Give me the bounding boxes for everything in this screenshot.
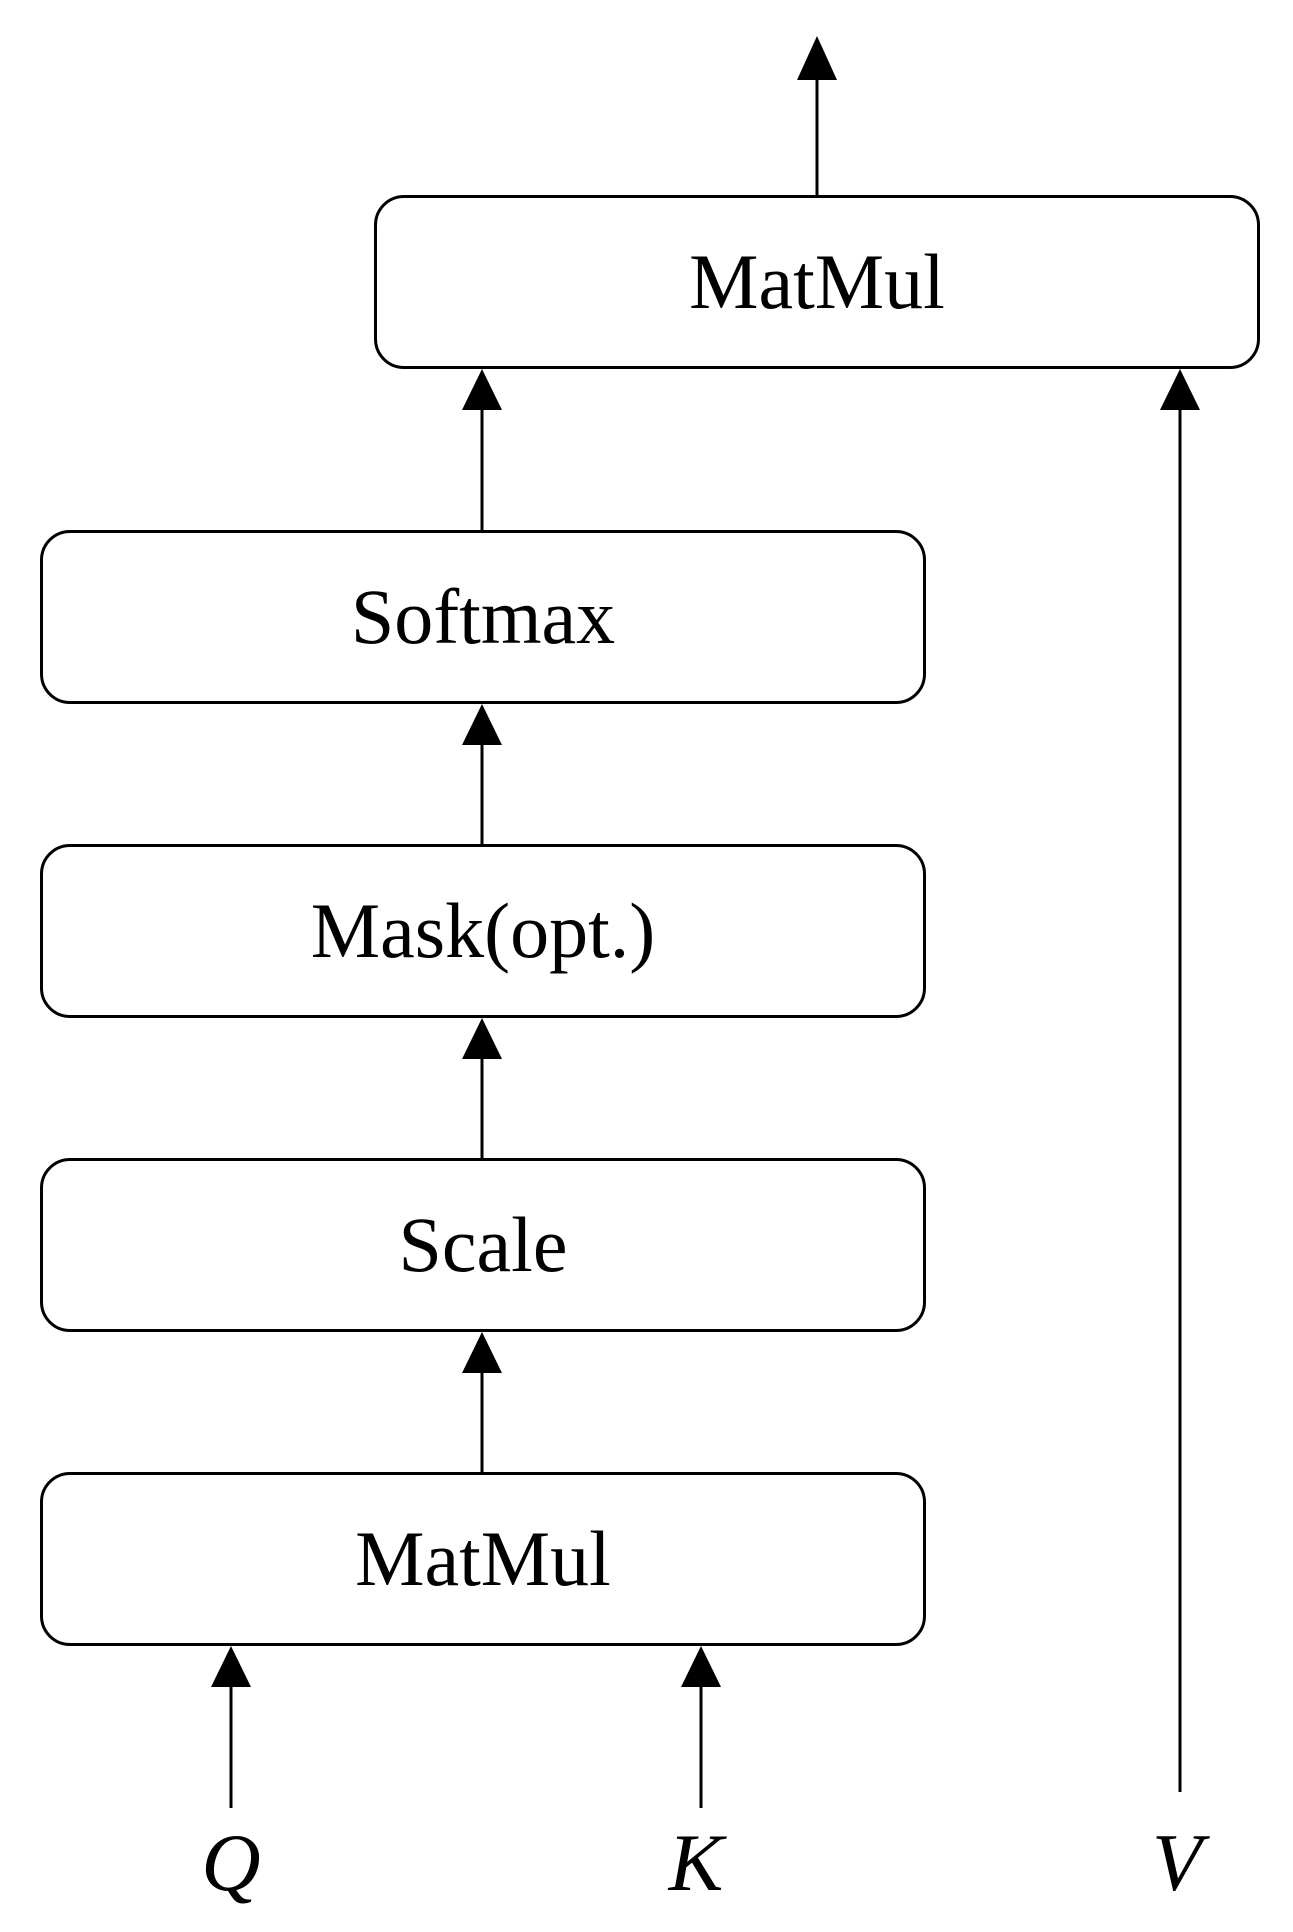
- input-k-label: K: [668, 1817, 724, 1908]
- mask-block: Mask(opt.): [40, 844, 926, 1018]
- arrowhead-scale-to-mask: [462, 1018, 502, 1059]
- input-q-label: Q: [201, 1817, 261, 1908]
- matmul-output-label: MatMul: [689, 238, 945, 325]
- matmul-input-block: MatMul: [40, 1472, 926, 1646]
- arrowhead-k-to-matmul: [681, 1646, 721, 1687]
- arrowhead-softmax-to-matmul: [462, 369, 502, 410]
- arrowhead-q-to-matmul: [211, 1646, 251, 1687]
- arrowhead-matmul-to-scale: [462, 1332, 502, 1373]
- softmax-label: Softmax: [350, 573, 616, 660]
- arrowhead-mask-to-softmax: [462, 704, 502, 745]
- scale-label: Scale: [398, 1201, 568, 1288]
- matmul-output-block: MatMul: [374, 195, 1260, 369]
- softmax-block: Softmax: [40, 530, 926, 704]
- scale-block: Scale: [40, 1158, 926, 1332]
- arrowhead-v-to-matmul: [1160, 369, 1200, 410]
- arrowhead-output: [797, 36, 837, 80]
- mask-label: Mask(opt.): [310, 887, 656, 974]
- matmul-input-label: MatMul: [355, 1515, 611, 1602]
- input-v-label: V: [1151, 1817, 1203, 1908]
